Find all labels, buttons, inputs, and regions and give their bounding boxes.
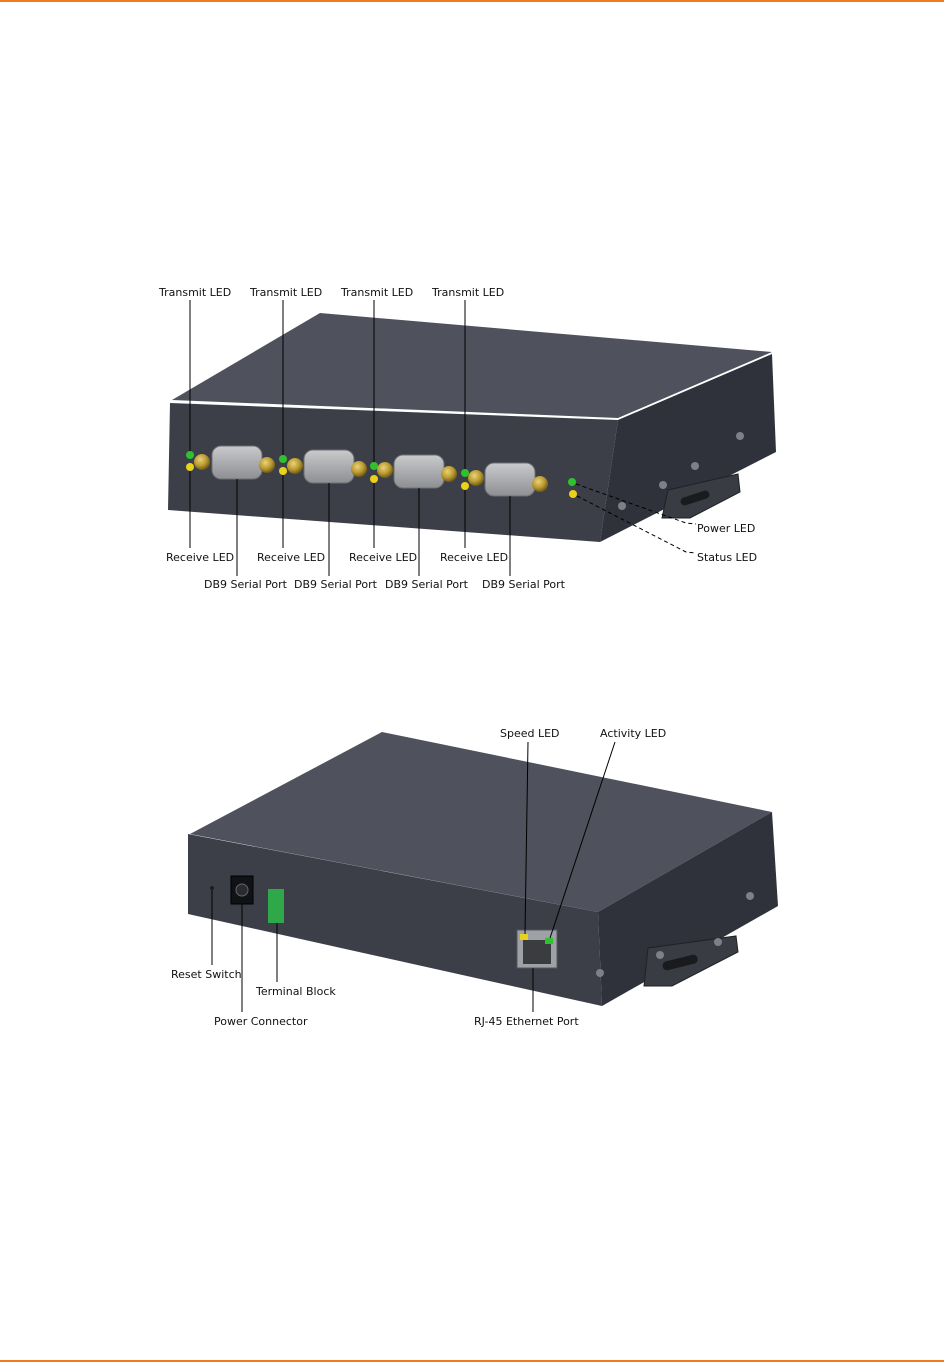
serial-port-label-4: DB9 Serial Port <box>482 578 566 591</box>
thumbscrew-icon <box>287 458 303 474</box>
db9-serial-port-3 <box>393 454 445 489</box>
front-chassis-side <box>600 354 776 542</box>
power-led-label: Power LED <box>697 522 755 535</box>
rear-view: Speed LED Activity LED Reset Switch Term… <box>171 727 778 1028</box>
terminal-block <box>268 889 284 923</box>
receive-led-label-4: Receive LED <box>440 551 508 564</box>
receive-led-4 <box>461 482 469 490</box>
receive-led-label-1: Receive LED <box>166 551 234 564</box>
bottom-accent-rule <box>0 1360 944 1362</box>
transmit-led-label-1: Transmit LED <box>158 286 231 299</box>
screw-icon <box>596 969 604 977</box>
db9-serial-port-4 <box>484 462 536 497</box>
screw-icon <box>656 951 664 959</box>
rear-chassis-side <box>598 812 778 1006</box>
transmit-led-2 <box>279 455 287 463</box>
serial-port-group-1 <box>186 445 275 480</box>
receive-led-1 <box>186 463 194 471</box>
screw-icon <box>714 938 722 946</box>
rear-chassis-top <box>190 732 772 912</box>
thumbscrew-icon <box>532 476 548 492</box>
front-view: Transmit LED Transmit LED Transmit LED T… <box>158 286 776 591</box>
receive-led-label-3: Receive LED <box>349 551 417 564</box>
rear-chassis-front <box>188 834 602 1006</box>
screw-icon <box>691 462 699 470</box>
activity-led-label: Activity LED <box>600 727 666 740</box>
serial-port-group-3 <box>370 454 457 489</box>
power-connector-label: Power Connector <box>214 1015 308 1028</box>
transmit-led-4 <box>461 469 469 477</box>
speed-led <box>520 934 528 940</box>
front-chassis-front <box>168 403 618 542</box>
transmit-led-label-2: Transmit LED <box>249 286 322 299</box>
db9-serial-port-1 <box>211 445 263 480</box>
receive-led-label-2: Receive LED <box>257 551 325 564</box>
status-led <box>569 490 577 498</box>
ethernet-port-label: RJ-45 Ethernet Port <box>474 1015 579 1028</box>
thumbscrew-icon <box>377 462 393 478</box>
serial-port-label-2: DB9 Serial Port <box>294 578 378 591</box>
reset-switch <box>210 886 214 890</box>
thumbscrew-icon <box>351 461 367 477</box>
activity-led <box>545 938 553 944</box>
transmit-led-label-3: Transmit LED <box>340 286 413 299</box>
receive-led-3 <box>370 475 378 483</box>
power-jack-icon <box>235 883 249 897</box>
serial-port-label-1: DB9 Serial Port <box>204 578 288 591</box>
front-chassis-top <box>172 313 772 418</box>
thumbscrew-icon <box>468 470 484 486</box>
transmit-led-1 <box>186 451 194 459</box>
serial-port-label-3: DB9 Serial Port <box>385 578 469 591</box>
transmit-led-label-4: Transmit LED <box>431 286 504 299</box>
db9-serial-port-2 <box>303 449 355 484</box>
thumbscrew-icon <box>194 454 210 470</box>
screw-icon <box>746 892 754 900</box>
screw-icon <box>659 481 667 489</box>
reset-switch-label: Reset Switch <box>171 968 242 981</box>
thumbscrew-icon <box>441 466 457 482</box>
receive-led-2 <box>279 467 287 475</box>
status-led-label: Status LED <box>697 551 757 564</box>
transmit-led-3 <box>370 462 378 470</box>
screw-icon <box>736 432 744 440</box>
speed-led-label: Speed LED <box>500 727 560 740</box>
terminal-block-label: Terminal Block <box>255 985 336 998</box>
top-accent-rule <box>0 0 944 2</box>
serial-port-group-2 <box>279 449 367 484</box>
thumbscrew-icon <box>259 457 275 473</box>
power-led <box>568 478 576 486</box>
screw-icon <box>618 502 626 510</box>
